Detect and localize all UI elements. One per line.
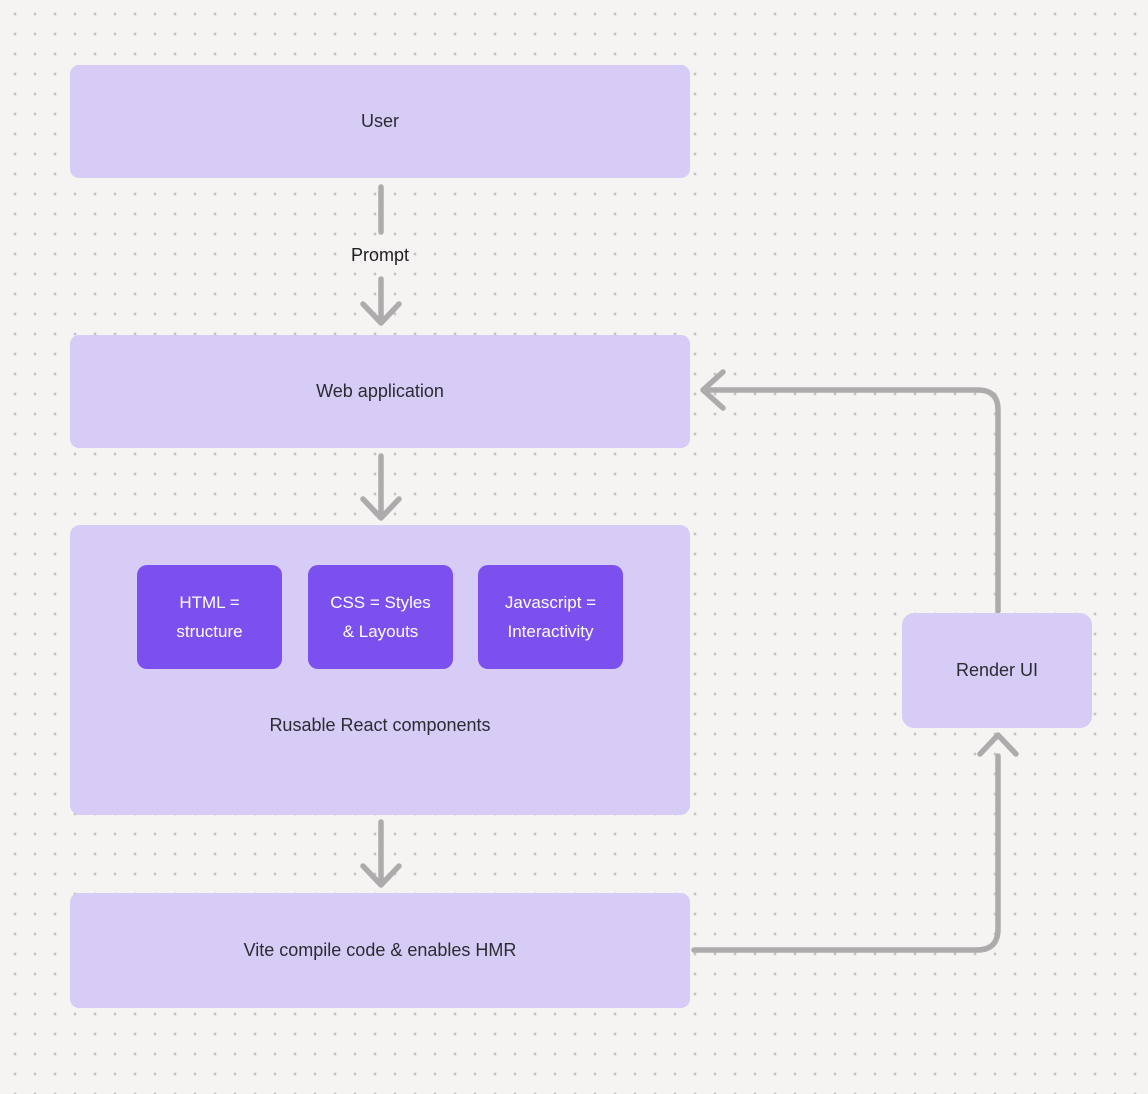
arrowhead-down-into-webapp [360, 301, 402, 326]
chip-html-label: HTML = structure [176, 593, 243, 641]
chip-javascript: Javascript = Interactivity [478, 565, 623, 669]
node-web-application: Web application [70, 335, 690, 448]
components-group-label: Rusable React components [269, 715, 491, 735]
arrowhead-left-into-webapp [700, 369, 726, 411]
node-components-group: HTML = structure CSS = Styles & Layouts … [70, 525, 690, 815]
node-web-application-label: Web application [316, 381, 444, 401]
chip-css: CSS = Styles & Layouts [308, 565, 453, 669]
arrow-vite-to-render [691, 753, 1001, 953]
edge-label-prompt: Prompt [350, 245, 410, 265]
chip-javascript-label: Javascript = Interactivity [504, 593, 597, 641]
arrow-render-to-webapp [702, 387, 1001, 614]
node-vite: Vite compile code & enables HMR [70, 893, 690, 1008]
node-user-label: User [360, 111, 399, 131]
node-vite-label: Vite compile code & enables HMR [243, 940, 517, 960]
node-render-ui-label: Render UI [955, 660, 1039, 680]
chip-css-label: CSS = Styles & Layouts [330, 593, 431, 641]
node-user: User [70, 65, 690, 178]
node-render-ui: Render UI [902, 613, 1092, 728]
arrowhead-down-into-vite [360, 863, 402, 888]
chip-html: HTML = structure [137, 565, 282, 669]
arrowhead-up-into-render [977, 732, 1019, 757]
arrowhead-down-into-components [360, 496, 402, 521]
